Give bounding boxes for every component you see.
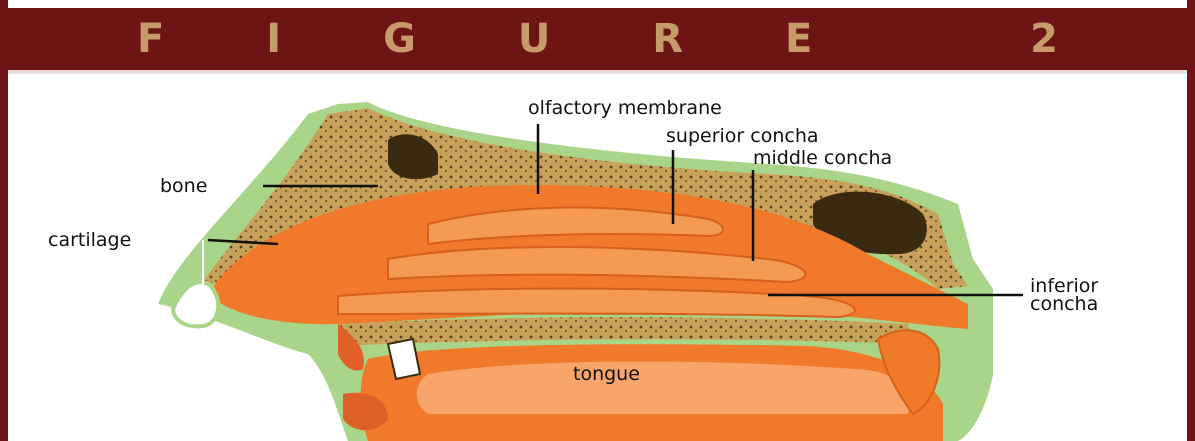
- label-middle-concha: middle concha: [753, 147, 892, 169]
- nasal-cavity-diagram: olfactory membrane superior concha middl…: [8, 74, 1187, 441]
- figure-title: F I G U R E 2: [93, 16, 1102, 62]
- tongue-surface: [417, 361, 909, 414]
- label-olfactory-membrane: olfactory membrane: [528, 97, 722, 119]
- figure-header: F I G U R E 2: [8, 8, 1187, 70]
- label-superior-concha: superior concha: [666, 125, 819, 147]
- label-bone: bone: [160, 175, 207, 197]
- label-tongue: tongue: [573, 363, 640, 385]
- label-inferior-concha-2: concha: [1030, 293, 1098, 315]
- label-cartilage: cartilage: [48, 229, 131, 251]
